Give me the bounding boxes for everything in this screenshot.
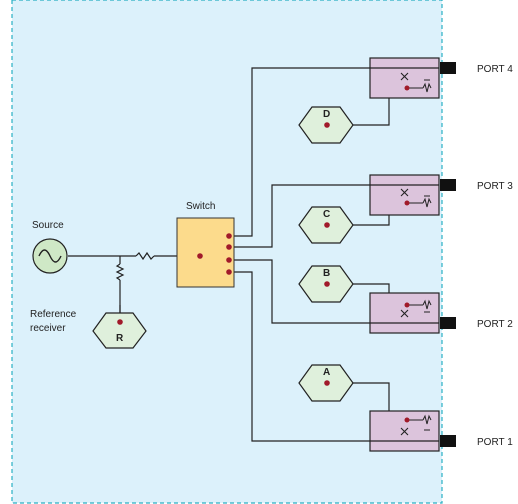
receiver-d-label: D — [323, 109, 330, 120]
coupler-cross-icon — [400, 427, 409, 436]
reference-receiver: R Reference receiver — [30, 309, 147, 349]
port-3-connector — [440, 179, 456, 191]
receiver-b: B — [298, 265, 354, 303]
coupler-cross-icon — [400, 188, 409, 197]
receiver-d-node — [324, 122, 330, 128]
receiver-r-hexagon — [92, 312, 147, 349]
port-4-connector — [440, 62, 456, 74]
switch-input-node — [197, 253, 203, 259]
coupler-termination-icon — [407, 195, 432, 208]
switch-label: Switch — [186, 201, 215, 212]
switch: Switch — [176, 201, 235, 288]
receiver-a-label: A — [323, 367, 330, 378]
coupler-port-4 — [369, 57, 456, 99]
reference-label-line2: receiver — [30, 323, 66, 334]
port-1-label: PORT 1 — [477, 437, 513, 448]
source-label: Source — [32, 220, 64, 231]
reference-label-line1: Reference — [30, 309, 77, 320]
switch-box — [176, 217, 235, 288]
receiver-a-node — [324, 380, 330, 386]
port-2-connector — [440, 317, 456, 329]
coupler-port-1 — [369, 410, 456, 452]
source: Source — [32, 220, 68, 274]
coupler-port-3 — [369, 174, 456, 216]
coupler-termination-icon — [407, 299, 432, 313]
coupler-termination-icon — [407, 414, 432, 431]
receiver-d: D — [298, 106, 354, 144]
port-2-label: PORT 2 — [477, 319, 513, 330]
coupler-box — [369, 57, 440, 99]
port-1-connector — [440, 435, 456, 447]
switch-output-node-2 — [226, 244, 232, 250]
receiver-b-label: B — [323, 268, 330, 279]
coupler-node — [404, 200, 410, 206]
receiver-b-node — [324, 281, 330, 287]
coupler-termination-icon — [407, 79, 432, 93]
port-3-label: PORT 3 — [477, 181, 513, 192]
coupler-node — [404, 417, 410, 423]
receiver-r-node — [117, 319, 123, 325]
coupler-box — [369, 292, 440, 334]
coupler-port-2 — [369, 292, 456, 334]
coupler-node — [404, 302, 410, 308]
coupler-node — [404, 85, 410, 91]
switch-output-node-3 — [226, 257, 232, 263]
coupler-box — [369, 174, 440, 216]
port-4-label: PORT 4 — [477, 64, 513, 75]
coupler-cross-icon — [400, 72, 409, 81]
receiver-r-label: R — [116, 333, 124, 344]
switch-output-node-1 — [226, 233, 232, 239]
receiver-c-node — [324, 222, 330, 228]
receiver-c: C — [298, 206, 354, 244]
receiver-a: A — [298, 364, 354, 402]
receiver-c-label: C — [323, 209, 330, 220]
coupler-cross-icon — [400, 309, 409, 318]
switch-output-node-4 — [226, 269, 232, 275]
sine-wave-icon — [38, 249, 62, 263]
